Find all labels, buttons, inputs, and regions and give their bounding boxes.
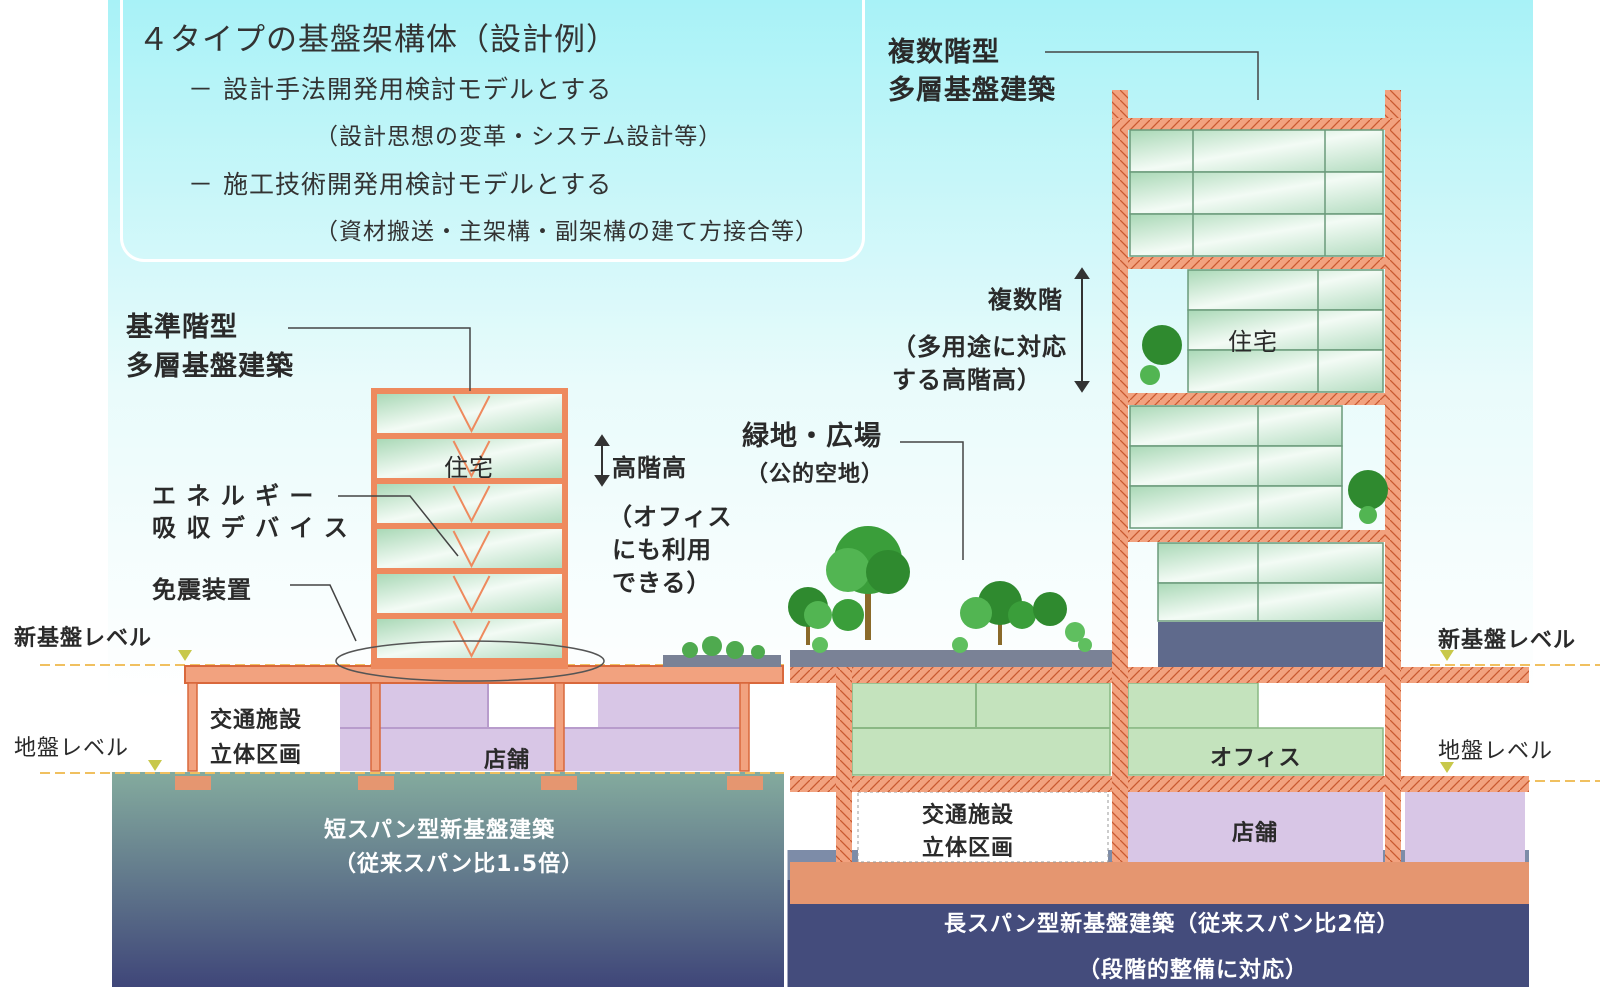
transport-left-1: 交通施設 xyxy=(210,708,303,733)
level-marker-icon xyxy=(178,650,192,661)
bullet-1-sub: （設計思想の変革・システム設計等） xyxy=(315,124,723,150)
office-right: オフィス xyxy=(1210,746,1302,771)
ground-level-left: 地盤レベル xyxy=(14,736,130,761)
energy-device-label: エ ネ ル ギ ー xyxy=(152,482,315,510)
energy-device-brace xyxy=(452,575,491,614)
energy-device-brace xyxy=(452,395,491,434)
green-plaza-label: 緑地・広場 xyxy=(742,421,882,452)
floor-height-label: 高階高 xyxy=(612,454,687,482)
office-use-label-3: できる） xyxy=(612,569,712,597)
tower-floor-slab xyxy=(374,613,565,619)
housing-right: 住宅 xyxy=(1228,328,1278,356)
info-box xyxy=(120,0,865,262)
ground-left xyxy=(112,772,784,987)
shop-left: 店舗 xyxy=(484,748,531,773)
office-use-label-1: （オフィス xyxy=(608,503,733,531)
tower-floor-slab xyxy=(374,568,565,574)
transport-right-2: 立体区画 xyxy=(922,836,1015,861)
tower-floor-slab xyxy=(374,478,565,484)
energy-device-brace xyxy=(452,440,491,479)
short-span-label: 短スパン型新基盤建築 xyxy=(324,818,556,843)
seismic-isolation-label: 免震装置 xyxy=(152,576,252,604)
shop-right: 店舗 xyxy=(1232,821,1279,846)
public-space-label: （公的空地） xyxy=(746,462,885,487)
bullet-2: － 施工技術開発用検討モデルとする xyxy=(188,170,613,199)
energy-device-brace xyxy=(452,620,491,659)
long-span-building xyxy=(790,90,1529,904)
new-base-level-right: 新基盤レベル xyxy=(1438,628,1577,653)
standard-floor-type-label: 基準階型 xyxy=(126,312,238,343)
long-span-label-2: （段階的整備に対応） xyxy=(1078,958,1309,983)
energy-device-brace xyxy=(452,530,491,569)
level-marker-icon xyxy=(148,760,162,771)
multiple-floors-label: 複数階 xyxy=(988,286,1063,314)
transport-right-1: 交通施設 xyxy=(922,803,1015,828)
bullet-2-sub: （資材搬送・主架構・副架構の建て方接合等） xyxy=(315,219,819,245)
energy-device-label-2: 吸 収 デ バ イ ス xyxy=(152,514,349,542)
level-marker-icon xyxy=(1440,762,1454,773)
tower-floor-slab xyxy=(374,658,565,664)
long-span-label: 長スパン型新基盤建築（従来スパン比2倍） xyxy=(944,912,1400,937)
tower-floor-slab xyxy=(374,523,565,529)
ground-level-right: 地盤レベル xyxy=(1438,739,1554,764)
tower-floor-slab xyxy=(374,433,565,439)
diagram-title: ４タイプの基盤架構体（設計例） xyxy=(138,22,618,58)
new-base-level-left: 新基盤レベル xyxy=(14,626,153,651)
housing-left: 住宅 xyxy=(444,454,494,482)
multi-use-label-2: する高階高） xyxy=(892,366,1042,394)
trees xyxy=(788,325,1388,653)
short-span-building xyxy=(175,388,784,790)
multi-floor-type-label-2: 多層基盤建築 xyxy=(888,75,1056,106)
multi-use-label-1: （多用途に対応 xyxy=(892,333,1067,361)
level-marker-icon xyxy=(1440,650,1454,661)
office-use-label-2: にも利用 xyxy=(612,536,712,564)
transport-left-2: 立体区画 xyxy=(210,743,303,768)
energy-device-brace xyxy=(452,485,491,524)
multi-floor-type-label: 複数階型 xyxy=(888,37,1000,68)
short-span-label-2: （従来スパン比1.5倍） xyxy=(334,852,585,877)
standard-floor-type-label-2: 多層基盤建築 xyxy=(126,351,294,382)
bullet-1: － 設計手法開発用検討モデルとする xyxy=(188,75,613,104)
